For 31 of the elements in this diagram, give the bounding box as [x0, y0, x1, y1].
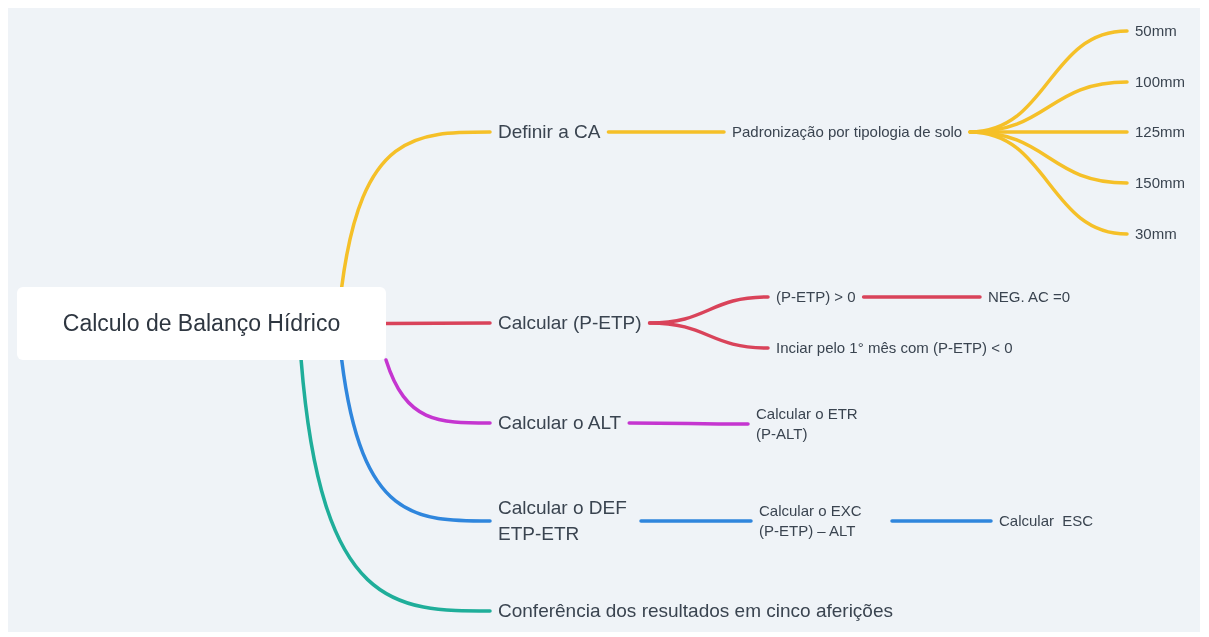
subtopic-text: (P-ETP) > 0: [776, 286, 856, 308]
topic-text: Conferência dos resultados em cinco aferições: [498, 598, 893, 624]
branch-line: [339, 358, 492, 523]
branch-line: [968, 130, 1129, 236]
branch-line: [384, 358, 492, 425]
subtopic-text: Calcular ESC: [999, 510, 1094, 532]
branch-line: [384, 321, 492, 326]
branch-line: [606, 130, 726, 134]
subtopic-text: 125mm: [1135, 121, 1186, 143]
subtopic-text: 150mm: [1135, 172, 1186, 194]
topic-text: Calcular o DEF ETP-ETR: [498, 495, 633, 547]
root-topic-box: [17, 287, 386, 360]
subtopic-text: 30mm: [1135, 223, 1177, 245]
branch-line: [299, 358, 492, 613]
branch-line: [627, 421, 750, 426]
branch-line: [339, 130, 492, 289]
topic-text: Definir a CA: [498, 119, 601, 145]
topic-text: Calcular o ALT: [498, 410, 622, 436]
subtopic-text: Inciar pelo 1° mês com (P-ETP) < 0: [776, 337, 1013, 359]
branch-line: [639, 519, 753, 523]
subtopic-text: Calcular o ETR (P-ALT): [756, 403, 881, 445]
subtopic-text: Calcular o EXC (P-ETP) – ALT: [759, 500, 884, 542]
topic-text: Calcular (P-ETP): [498, 310, 642, 336]
branch-line: [647, 321, 770, 350]
subtopic-text: Padronização por tipologia de solo: [732, 121, 963, 143]
subtopic-text: 50mm: [1135, 20, 1177, 42]
branch-line: [890, 519, 993, 523]
subtopic-text: 100mm: [1135, 71, 1186, 93]
branch-line: [861, 295, 982, 299]
topic-title: Calculo de Balanço Hídrico: [62, 310, 341, 337]
subtopic-text: NEG. AC =0: [988, 286, 1071, 308]
